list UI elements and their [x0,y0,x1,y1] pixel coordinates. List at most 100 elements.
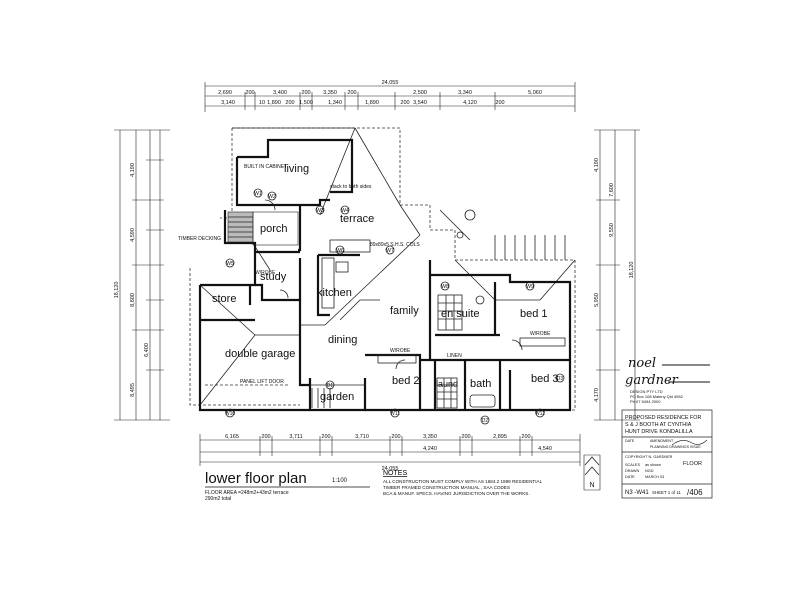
walls [198,138,572,412]
job-number: N3 -W41 [625,490,649,496]
marker-w8: W8 [441,284,449,290]
room-bath: bath [470,378,491,390]
label-linen: LINEN [447,353,462,359]
project-line-2: S & J BOOTH AT CYNTHIA [625,422,692,428]
room-living: living [284,163,309,175]
marker-w1: W1 [254,191,262,197]
marker-w2: W2 [268,194,276,200]
bottom-dim-7: 3,350 [423,434,437,440]
left-dim-1: 4,190 [130,163,136,177]
top-dim-9: 5,060 [528,90,542,96]
room-dining: dining [328,334,357,346]
north-arrow: N [583,454,601,491]
address-line-3: Ph 07 5494 2000 [630,399,661,404]
right-overall-dim: 18,120 [629,262,635,279]
top-dim-3: 3,400 [273,90,287,96]
brand-line-2: gardner [625,373,679,388]
title-area2: 290m2 total [205,496,231,502]
right-dim-5: 4,170 [594,388,600,402]
title-floor-area: FLOOR AREA =248m2+43m2 terrace [205,490,289,496]
marker-w3: W3 [316,208,324,214]
label-wrobe-bed2: W/ROBE [390,348,411,354]
title-block: noel gardner DESIGN PTY LTD PO Box 108 M… [621,356,713,499]
notes-line-2: TIMBER FRAMED CONSTRUCTION MANUAL , SAA … [383,485,510,490]
right-dim-1: 4,190 [594,158,600,172]
date-label-2: DATE [625,475,635,479]
bottom-dim-1: 6,165 [225,434,239,440]
bottom-dim-9: 2,895 [493,434,507,440]
ensuite-tiles [437,294,485,331]
top2-dim-8: 200 [400,100,409,106]
room-bed3: bed 3 [531,373,559,385]
marker-w9: W9 [526,284,534,290]
marker-w5: W5 [226,261,234,267]
notes-line-1: ALL CONSTRUCTION MUST COMPLY WITH AS 168… [383,479,543,484]
room-labels: living porch terrace study kitchen famil… [212,163,559,403]
top2-dim-5: 1,500 [299,100,313,106]
top2-dim-4: 200 [285,100,294,106]
marker-w12: W12 [535,411,546,417]
left-dim-2: 4,590 [130,228,136,242]
room-store: store [212,293,236,305]
room-study: study [260,271,287,283]
fixtures [205,199,566,409]
label-timber-decking: TIMBER DECKING [178,236,221,242]
top2-dim-6: 1,340 [328,100,342,106]
right-dim-3: 5,950 [594,293,600,307]
top-dim-6: 200 [347,90,356,96]
bottom-dim-5: 3,710 [355,434,369,440]
drawing-title: lower floor plan 1:100 FLOOR AREA =248m2… [205,470,370,502]
room-bed2: bed 2 [392,375,420,387]
room-bed1: bed 1 [520,308,548,320]
room-porch: porch [260,223,288,235]
garden-steps [311,388,331,408]
annotations: TIMBER DECKING BUILT IN CABINET stack to… [178,164,551,385]
left-overall-dim: 18,120 [114,282,120,299]
bottom-dim-8: 200 [461,434,470,440]
title-main: lower floor plan [205,470,307,487]
copyright: COPYRIGHT N. GARDNER [625,455,673,459]
room-kitchen: kitchen [317,287,352,299]
notes-heading: NOTES [383,470,407,477]
right-dim-4: 9,550 [609,223,615,237]
drawing-number: /406 [687,488,703,497]
top2-dim-7: 1,890 [365,100,379,106]
left-dim-4: 6,400 [144,343,150,357]
bottom-overall-dim: 24,055 [382,466,399,472]
bottom-dim-2: 200 [261,434,270,440]
marker-w6: W6 [336,248,344,254]
signature-mark [671,439,708,446]
marker-w10: W10 [225,411,236,417]
address-line-2: PO Box 108 Maleny Qld 4552 [630,394,684,399]
bottom-dim-4: 200 [321,434,330,440]
marker-d1: D1 [327,383,334,389]
marker-d3: D3 [557,376,564,382]
date-label: DATE [625,439,635,443]
address-line-1: DESIGN PTY LTD [630,389,663,394]
right-dim-2: 7,600 [609,183,615,197]
top2-dim-1: 3,140 [221,100,235,106]
label-wrobe-study: W/ROBE [255,270,276,276]
bottom-dimensions: 6,165 200 3,711 200 3,710 200 3,350 200 … [199,434,581,472]
amendment-label: AMENDMENT [650,439,674,443]
right-dimensions: 18,120 4,190 7,600 5,950 9,550 4,170 [594,129,640,421]
room-garden: garden [320,391,354,403]
roof-outline [189,127,576,411]
top2-dim-2: 10 [259,100,265,106]
top-dim-8: 3,340 [458,90,472,96]
label-panel-lift-door: PANEL LIFT DOOR [240,379,284,385]
bottom2-dim-1: 4,240 [423,446,437,452]
notes-line-3: BCA & MANUF. SPECS. HAVING JURISDICTION … [383,491,530,496]
date-value: MARCH 03 [645,475,664,479]
top-dim-7: 2,500 [413,90,427,96]
sheet-number: SHEET 1 of 11 [652,490,681,495]
marker-w11: W11 [390,411,400,417]
sheet-title-floor: FLOOR [683,461,702,467]
top-dimensions: 24,055 2,690 200 3,400 200 3,350 200 2,5… [204,80,576,112]
top-dim-5: 3,350 [323,90,337,96]
drawing-amendment: PLANNING DRAWINGS ISSUE [650,445,701,449]
bottom-dim-10: 200 [521,434,530,440]
project-line-1: PROPOSED RESIDENCE FOR [625,415,701,421]
marker-d2: D2 [482,418,489,424]
